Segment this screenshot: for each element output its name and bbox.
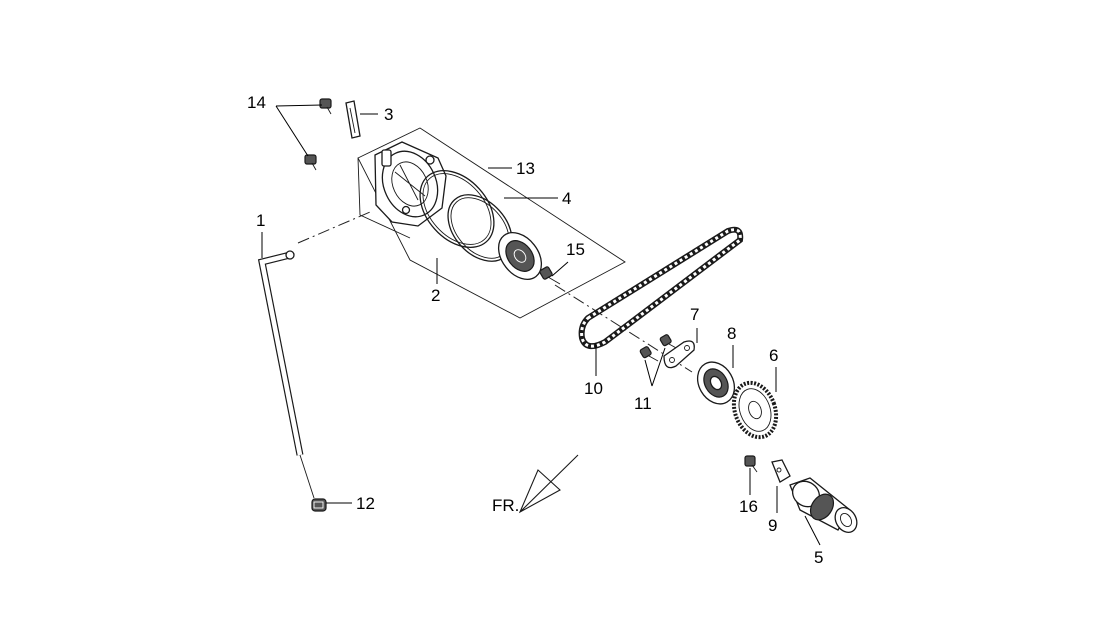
plate-7 bbox=[663, 340, 695, 369]
bolt-16 bbox=[744, 455, 758, 473]
screw-14-upper bbox=[319, 98, 332, 115]
camshaft-5 bbox=[789, 477, 858, 533]
callout-1: 1 bbox=[256, 211, 265, 230]
large-o-ring bbox=[419, 169, 495, 249]
callout-8: 8 bbox=[727, 324, 736, 343]
callout-5: 5 bbox=[814, 548, 823, 567]
fitting-12 bbox=[311, 498, 327, 512]
assembly-outline bbox=[357, 127, 626, 319]
front-direction-arrow bbox=[518, 454, 579, 514]
callout-7: 7 bbox=[690, 305, 699, 324]
callout-6: 6 bbox=[769, 346, 778, 365]
oil-pipe bbox=[257, 250, 315, 499]
front-direction-label: FR. bbox=[492, 496, 519, 515]
callout-4: 4 bbox=[562, 189, 571, 208]
callout-9: 9 bbox=[768, 516, 777, 535]
bracket-3 bbox=[345, 100, 361, 139]
callout-11: 11 bbox=[634, 394, 652, 413]
callout-13: 13 bbox=[516, 159, 535, 178]
bolt-11-b bbox=[639, 346, 659, 362]
oil-pump-housing bbox=[374, 141, 447, 227]
screw-14-lower bbox=[304, 154, 317, 171]
callout-14: 14 bbox=[247, 93, 266, 112]
callout-3: 3 bbox=[384, 105, 393, 124]
plate-9 bbox=[771, 459, 791, 483]
centerline-left bbox=[297, 211, 371, 244]
sprocket-6 bbox=[731, 380, 779, 440]
bolt-11-a bbox=[659, 334, 679, 350]
callout-10: 10 bbox=[584, 379, 603, 398]
callout-15: 15 bbox=[566, 240, 585, 259]
hub-8 bbox=[696, 361, 736, 405]
callout-2: 2 bbox=[431, 286, 440, 305]
pump-rotor bbox=[497, 232, 543, 280]
timing-chain bbox=[578, 226, 744, 350]
leader-lines bbox=[261, 104, 821, 546]
callout-16: 16 bbox=[739, 497, 758, 516]
callout-12: 12 bbox=[356, 494, 375, 513]
bolt-15 bbox=[539, 266, 561, 285]
